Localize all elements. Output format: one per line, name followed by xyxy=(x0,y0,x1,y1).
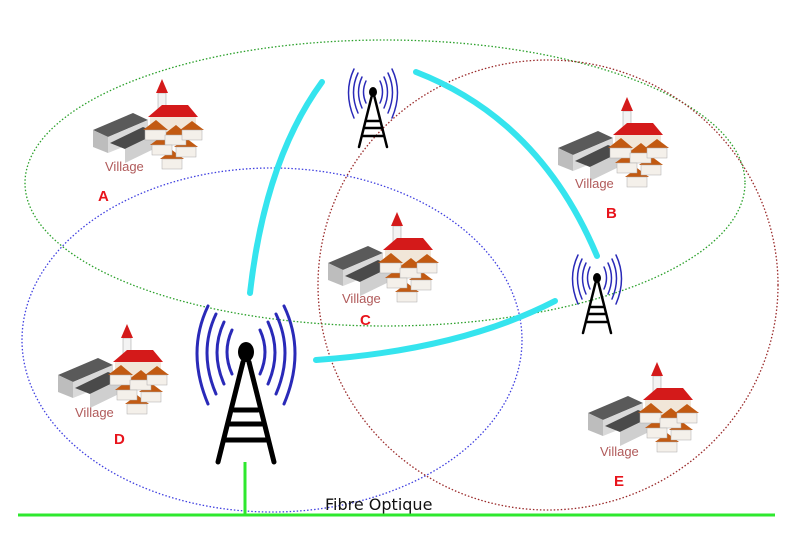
radio-link-north-to-east xyxy=(413,69,600,259)
main-tower-icon xyxy=(197,306,295,462)
village-icon xyxy=(57,323,170,415)
village-icon xyxy=(92,78,205,170)
village-letter: A xyxy=(98,188,109,205)
radio-link-main-to-east xyxy=(313,298,558,363)
village-label: Village xyxy=(75,405,114,420)
village-icon xyxy=(327,211,440,303)
coverage-area-west xyxy=(21,167,523,513)
north-relay-tower-icon xyxy=(347,67,399,149)
village-label: Village xyxy=(600,444,639,459)
village-letter: E xyxy=(614,473,624,490)
coverage-area-east xyxy=(317,59,779,511)
radio-link-main-to-north xyxy=(247,79,325,296)
coverage-area-north xyxy=(24,39,746,327)
village-letter: C xyxy=(360,312,371,329)
east-relay-tower-icon xyxy=(571,253,623,335)
village-label: Village xyxy=(342,291,381,306)
village-icon xyxy=(557,96,670,188)
village-d: Village D xyxy=(57,323,170,448)
village-b: Village B xyxy=(557,96,670,222)
village-e: Village E xyxy=(587,361,700,490)
village-a: Village A xyxy=(92,78,205,205)
fibre-optic-label: Fibre Optique xyxy=(325,495,432,514)
village-label: Village xyxy=(105,159,144,174)
village-c: Village C xyxy=(327,211,440,329)
village-letter: D xyxy=(114,431,125,448)
village-label: Village xyxy=(575,176,614,191)
village-letter: B xyxy=(606,205,617,222)
village-icon xyxy=(587,361,700,453)
